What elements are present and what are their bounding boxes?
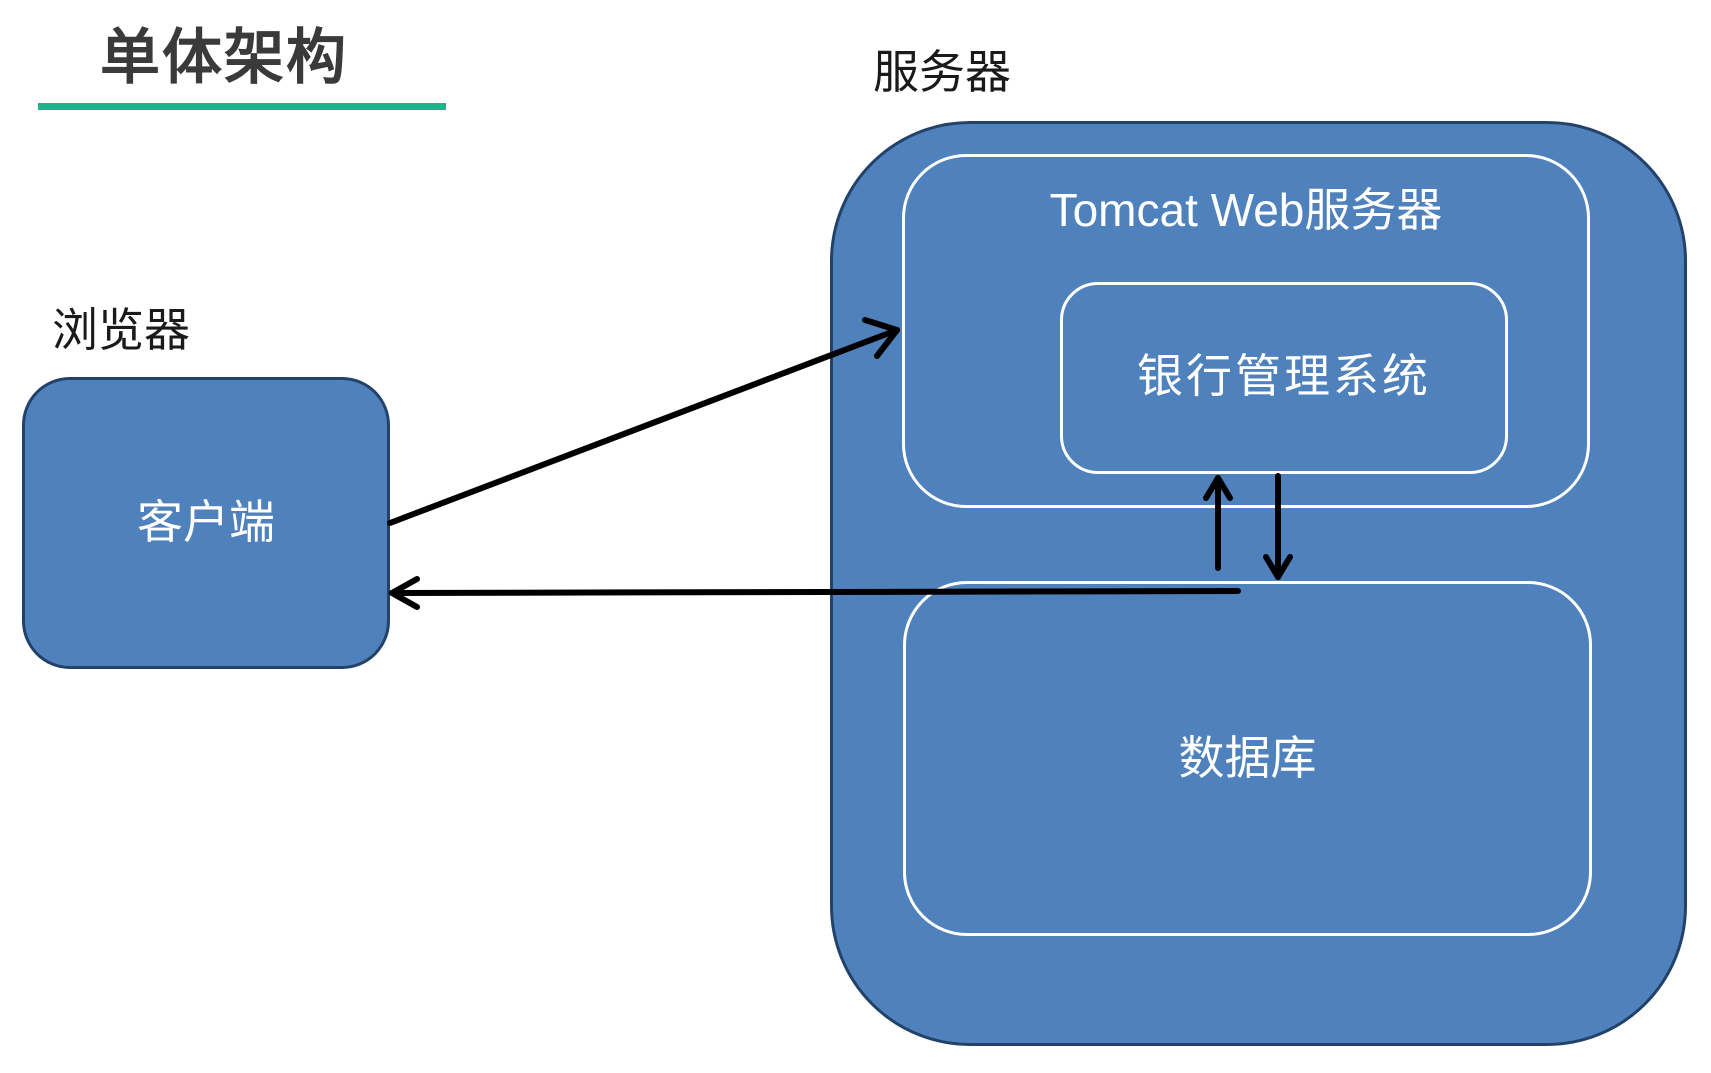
diagram-title: 单体架构 bbox=[100, 23, 348, 93]
response-arrow-head bbox=[389, 576, 420, 610]
title-underline bbox=[38, 103, 446, 110]
server-label: 服务器 bbox=[873, 45, 1011, 99]
tomcat-label: Tomcat Web服务器 bbox=[1049, 184, 1443, 236]
bank-system-box bbox=[1060, 282, 1508, 474]
system-to-db-arrow-head bbox=[1263, 554, 1293, 580]
request-arrow-head bbox=[862, 317, 900, 359]
response-arrow bbox=[389, 588, 1241, 596]
request-arrow bbox=[387, 327, 900, 526]
client-label: 客户端 bbox=[137, 495, 275, 549]
database-box bbox=[903, 581, 1592, 936]
client-box bbox=[22, 377, 390, 669]
bank-system-label: 银行管理系统 bbox=[1137, 349, 1431, 403]
database-label: 数据库 bbox=[1178, 731, 1317, 785]
db-to-system-arrow-head bbox=[1203, 475, 1233, 501]
browser-label: 浏览器 bbox=[52, 303, 190, 357]
